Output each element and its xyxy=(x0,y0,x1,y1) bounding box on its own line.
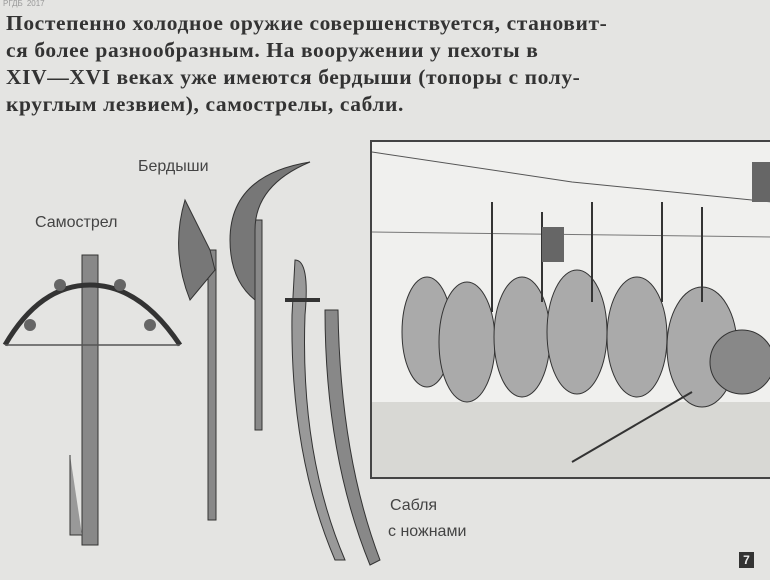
watermark-line: РГДБ xyxy=(3,0,23,8)
paragraph-line: Постепенно холодное оружие совершенствуе… xyxy=(6,11,608,35)
paragraph-line: ся более разнообразным. На вооружении у … xyxy=(6,38,539,62)
page-number: 7 xyxy=(739,552,754,568)
battle-scene-illustration xyxy=(370,140,770,479)
label-s-nozhnami: с ножнами xyxy=(388,523,467,540)
label-samostrel: Самострел xyxy=(35,214,118,231)
label-sablya: Сабля xyxy=(390,497,438,514)
infantry-drawing xyxy=(372,151,770,477)
paragraph-line: круглым лезвием), самострелы, сабли. xyxy=(6,92,405,116)
sabre-with-scabbard-illustration xyxy=(285,259,381,566)
caption-paragraph: Постепенно холодное оружие совершенствуе… xyxy=(6,10,766,118)
paragraph-line: XIV—XVI веках уже имеются бердыши (топор… xyxy=(6,65,581,89)
crossbow-illustration xyxy=(2,254,183,546)
watermark-year: 2017 xyxy=(26,0,45,8)
berdysh-axes-illustration xyxy=(178,161,311,521)
label-berdyshi: Бердыши xyxy=(138,158,209,175)
